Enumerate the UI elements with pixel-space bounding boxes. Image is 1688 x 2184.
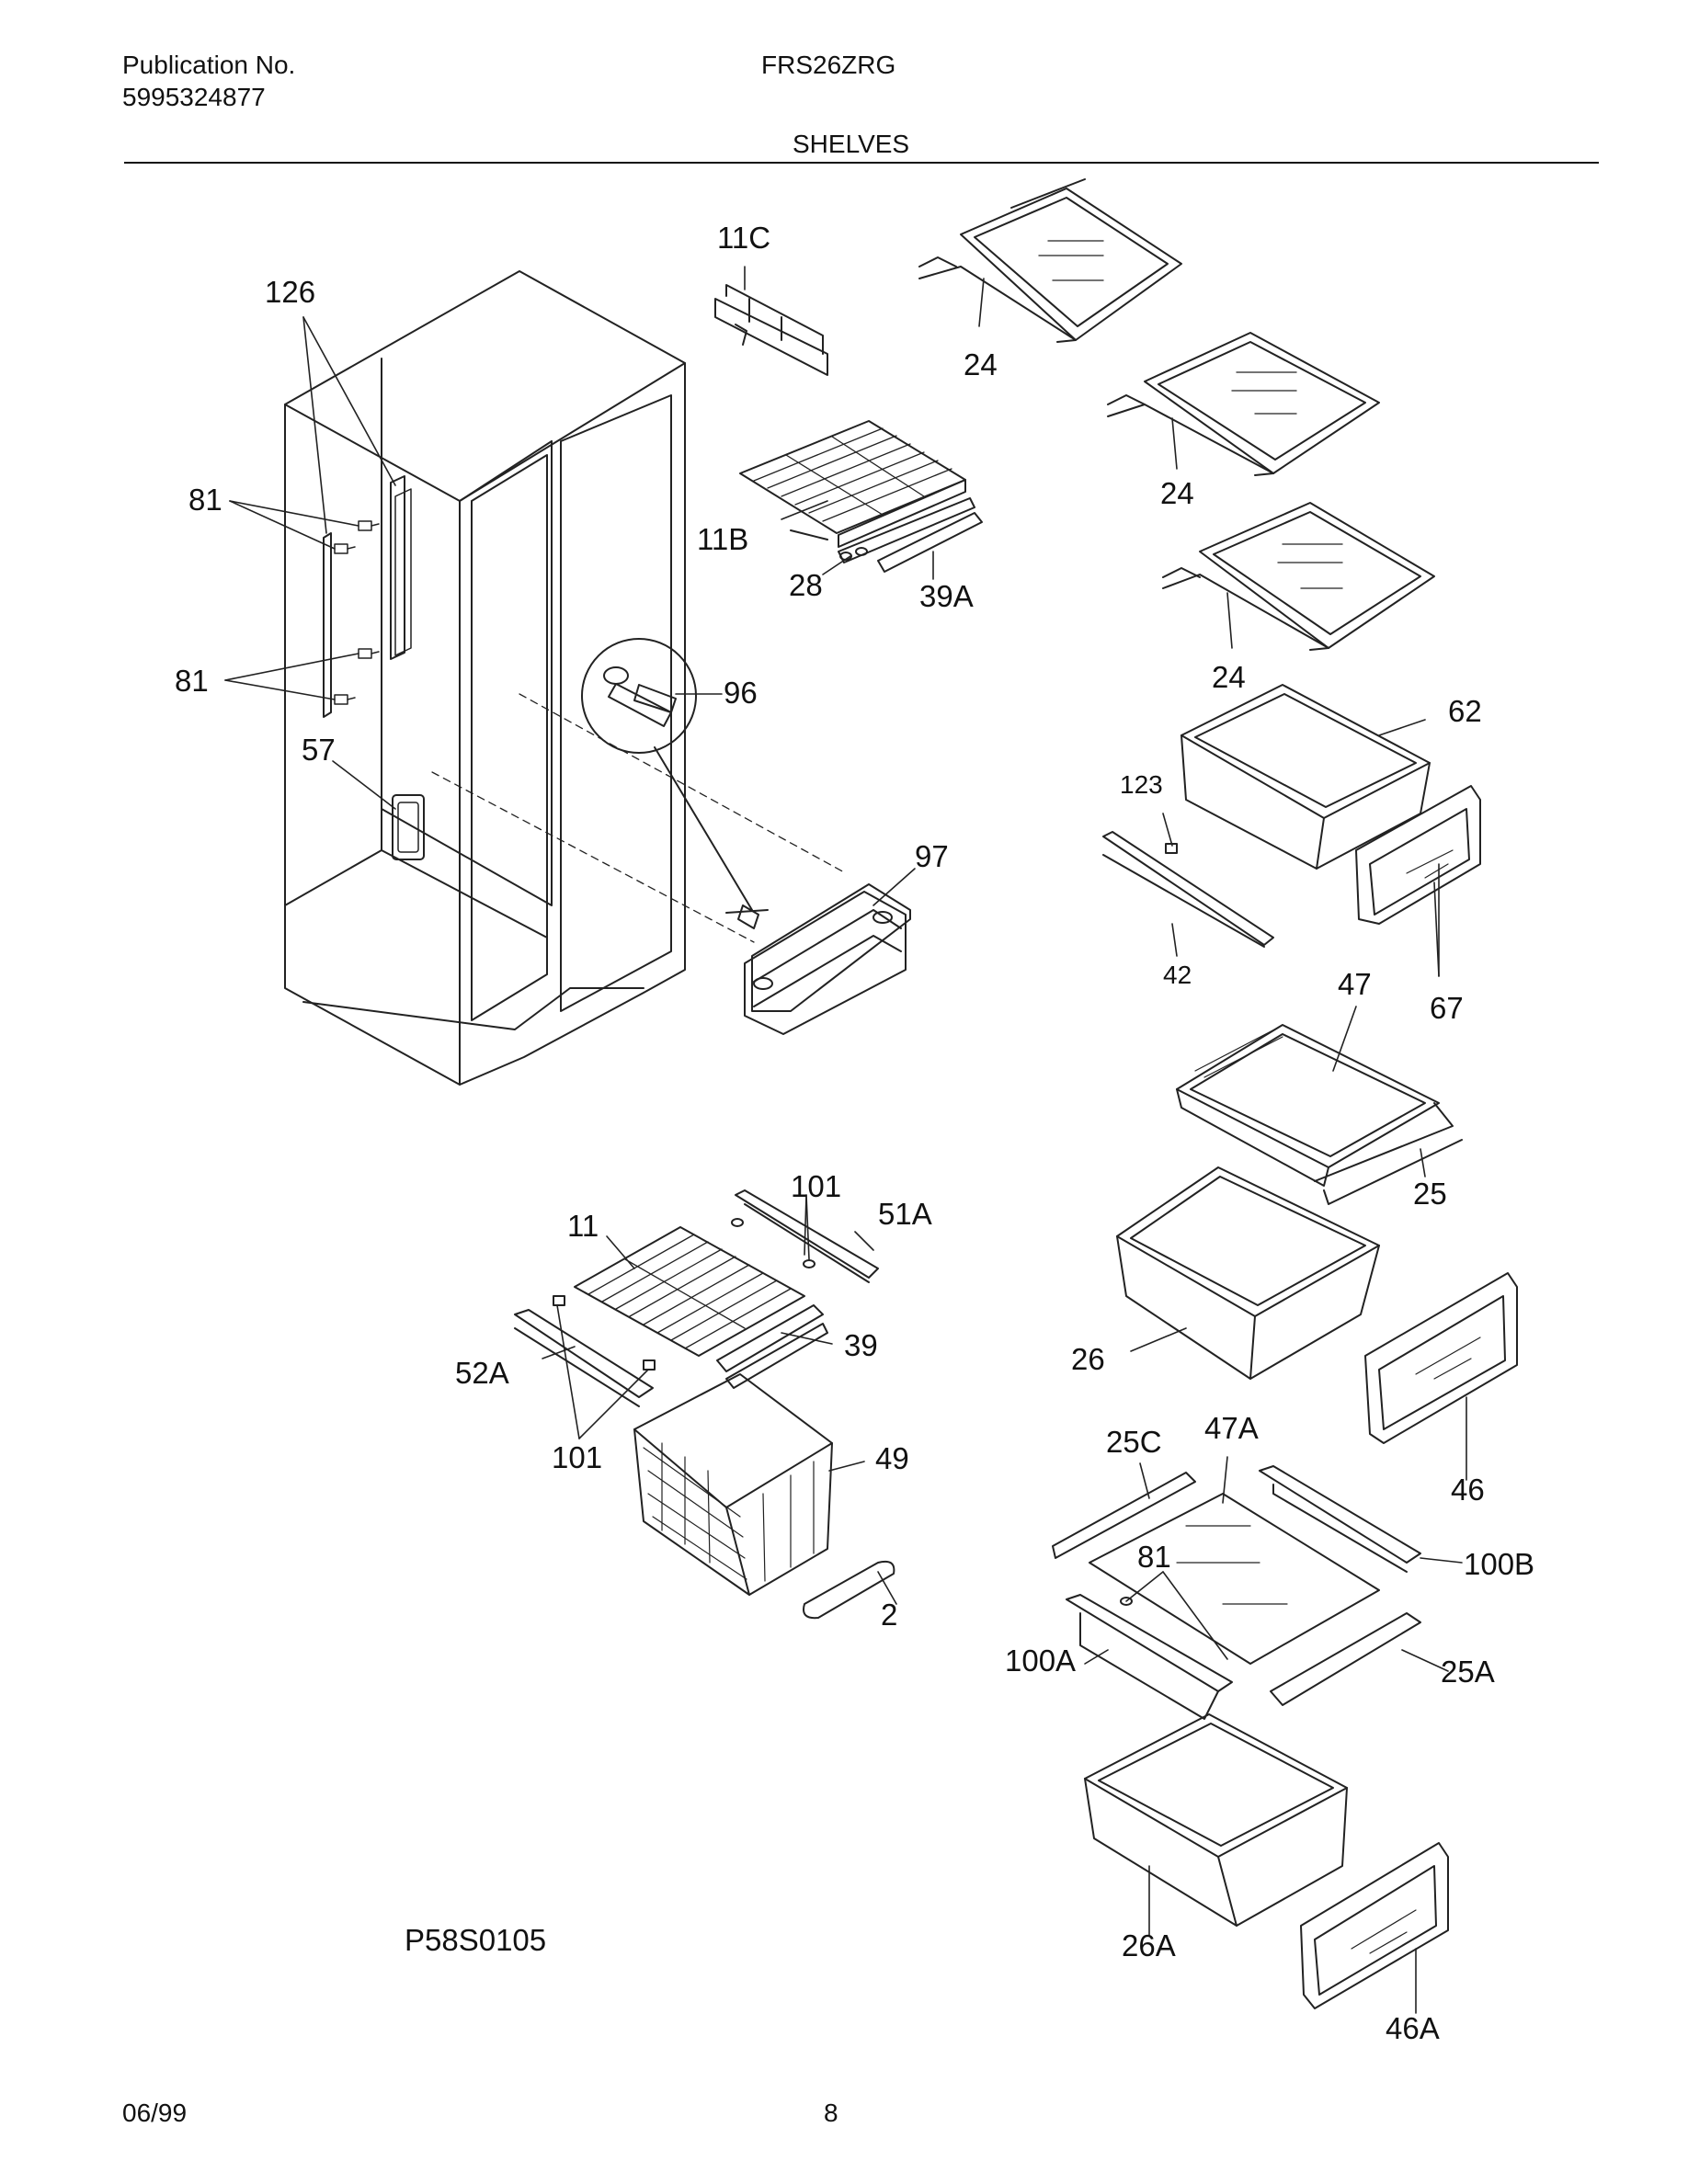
part-46-pan-front — [1364, 1272, 1518, 1444]
callout-26: 26 — [1071, 1342, 1105, 1376]
part-26A-pan — [1084, 1713, 1348, 1927]
callout-11: 11 — [567, 1209, 599, 1243]
callout-47: 47 — [1338, 967, 1372, 1001]
callout-25C: 25C — [1106, 1425, 1162, 1459]
callout-97: 97 — [915, 839, 949, 873]
header-rule — [124, 162, 1599, 164]
callout-81: 81 — [188, 483, 222, 517]
callout-24: 24 — [1160, 476, 1194, 510]
callout-24: 24 — [964, 347, 998, 381]
section-title: SHELVES — [793, 130, 910, 158]
callout-46: 46 — [1451, 1473, 1485, 1507]
part-24-glass-shelf-3 — [1162, 502, 1435, 651]
part-24-glass-shelf-2 — [1107, 332, 1380, 476]
part-25C-trim — [1052, 1472, 1196, 1559]
callout-46A: 46A — [1386, 2011, 1440, 2045]
callout-25A: 25A — [1441, 1655, 1495, 1689]
callout-labels: 11C 126 24 24 24 81 81 11B 28 39A 96 57 … — [175, 221, 1534, 2045]
part-42-rail — [1102, 831, 1274, 948]
callout-57: 57 — [302, 733, 336, 767]
callout-100B: 100B — [1464, 1547, 1534, 1581]
callout-24: 24 — [1212, 660, 1246, 694]
refrigerator-cabinet — [284, 270, 847, 1086]
part-24-glass-shelf-1 — [918, 178, 1182, 343]
callout-28: 28 — [789, 568, 823, 602]
callout-67: 67 — [1430, 991, 1464, 1025]
callout-11C: 11C — [717, 221, 770, 255]
part-100A-rail — [1066, 1594, 1233, 1720]
part-52A-rail — [514, 1295, 656, 1407]
publication-label: Publication No. — [122, 51, 296, 79]
callout-2: 2 — [881, 1598, 897, 1632]
callout-51A: 51A — [878, 1197, 932, 1231]
callout-101: 101 — [791, 1169, 841, 1203]
part-100B-rail — [1259, 1465, 1421, 1573]
callout-62: 62 — [1448, 694, 1482, 728]
callout-126: 126 — [265, 275, 315, 309]
part-11C-guard — [714, 284, 828, 376]
callout-26A: 26A — [1122, 1928, 1176, 1962]
callout-96: 96 — [724, 676, 758, 710]
callout-81: 81 — [1137, 1540, 1171, 1574]
part-26-pan — [1116, 1166, 1380, 1380]
footer-date: 06/99 — [122, 2099, 188, 2127]
page-number: 8 — [824, 2099, 838, 2127]
callout-47A: 47A — [1204, 1411, 1259, 1445]
callout-100A: 100A — [1005, 1644, 1076, 1678]
part-51A-rail — [731, 1189, 879, 1283]
part-11-wire-shelf — [574, 1226, 828, 1389]
callout-52A: 52A — [455, 1356, 509, 1390]
leader-lines — [224, 266, 1467, 2014]
part-96-detail — [581, 638, 769, 929]
callout-49: 49 — [875, 1441, 909, 1475]
callout-101: 101 — [552, 1440, 602, 1474]
part-67-pan-front — [1355, 785, 1481, 925]
publication-number: 5995324877 — [122, 83, 266, 111]
callout-11B: 11B — [697, 522, 748, 556]
callout-39A: 39A — [919, 579, 974, 613]
part-47A-glass-shelf — [1089, 1493, 1380, 1665]
part-49-wire-basket — [633, 1373, 833, 1596]
callout-25: 25 — [1413, 1177, 1447, 1211]
model-number: FRS26ZRG — [761, 51, 896, 79]
callout-39: 39 — [844, 1328, 878, 1362]
diagram-code: P58S0105 — [405, 1923, 546, 1957]
part-2-handle — [803, 1560, 895, 1620]
callout-123: 123 — [1120, 770, 1163, 799]
part-46A-pan-front — [1300, 1842, 1449, 2009]
part-11B-wire-shelf — [739, 420, 983, 573]
callout-42: 42 — [1163, 961, 1192, 989]
callout-81: 81 — [175, 664, 209, 698]
part-62-pan — [1180, 684, 1431, 870]
part-47-crisper-cover — [1176, 1024, 1463, 1205]
part-97-crisper-cover — [744, 883, 911, 1035]
part-25A-trim — [1270, 1612, 1421, 1706]
